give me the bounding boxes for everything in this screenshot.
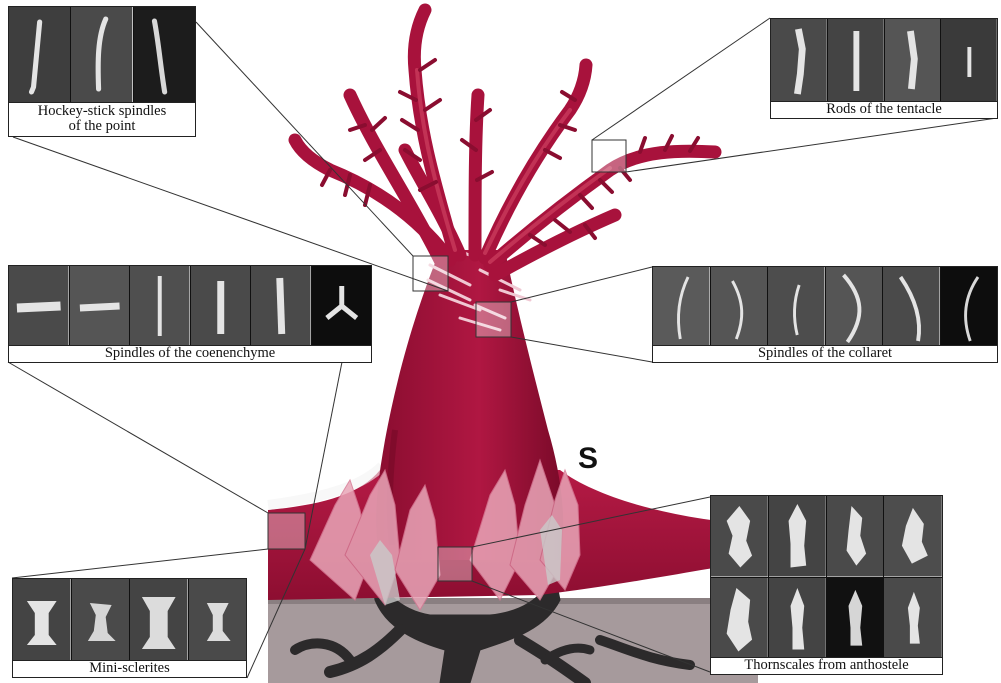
- caption: Thornscales from anthostele: [711, 657, 942, 674]
- zoom-box-coenenchyme: [268, 513, 305, 549]
- caption-line-1: Hockey-stick spindles: [9, 104, 195, 119]
- sem-thumb: [941, 19, 997, 103]
- panel-hockey-stick-spindles: Hockey-stick spindles of the point: [8, 6, 196, 137]
- sem-thumb: [189, 579, 247, 662]
- sem-thumb: [191, 266, 252, 347]
- sem-thumb: [251, 266, 312, 347]
- zoom-box-point: [413, 256, 448, 291]
- sem-thumb: [885, 19, 942, 103]
- sem-thumb: [312, 266, 372, 347]
- sem-thumb: [828, 19, 885, 103]
- sem-thumb: [130, 266, 191, 347]
- sem-thumb: [70, 266, 131, 347]
- zoom-box-collaret: [476, 302, 511, 337]
- caption: Spindles of the collaret: [653, 345, 997, 362]
- s-label: S: [578, 442, 598, 476]
- caption-line-2: of the point: [9, 119, 195, 134]
- sem-thumb: [13, 579, 72, 662]
- sem-thumb: [130, 579, 189, 662]
- sem-thumb: [9, 266, 70, 347]
- panel-thornscales: Thornscales from anthostele: [710, 495, 943, 675]
- sem-thumb: [827, 578, 885, 660]
- panel-collaret-spindles: Spindles of the collaret: [652, 266, 998, 363]
- panel-rods-tentacle: Rods of the tentacle: [770, 18, 998, 119]
- sem-thumb: [884, 578, 942, 660]
- sem-thumb: [771, 19, 828, 103]
- sem-thumb: [769, 496, 827, 578]
- sem-thumb: [711, 496, 769, 578]
- zoom-box-tentacle: [592, 140, 626, 172]
- caption: Rods of the tentacle: [771, 101, 997, 118]
- sem-thumb: [72, 579, 131, 662]
- sem-thumb: [941, 267, 998, 347]
- zoom-box-anthostele: [438, 547, 472, 581]
- sem-thumb: [134, 7, 195, 105]
- panel-mini-sclerites: Mini-sclerites: [12, 578, 247, 678]
- tentacles: [295, 10, 715, 275]
- sem-thumb: [769, 578, 827, 660]
- sem-thumb: [827, 496, 885, 578]
- sem-thumb: [711, 578, 769, 660]
- sem-thumb: [711, 267, 769, 347]
- panel-coenenchyme-spindles: Spindles of the coenenchyme: [8, 265, 372, 363]
- caption: Mini-sclerites: [13, 660, 246, 677]
- sem-thumb: [768, 267, 826, 347]
- sem-thumb: [9, 7, 71, 105]
- sem-thumb: [883, 267, 941, 347]
- sem-thumb: [71, 7, 133, 105]
- caption: Spindles of the coenenchyme: [9, 345, 371, 362]
- sem-thumb: [653, 267, 711, 347]
- sem-thumb: [884, 496, 942, 578]
- sem-thumb: [826, 267, 884, 347]
